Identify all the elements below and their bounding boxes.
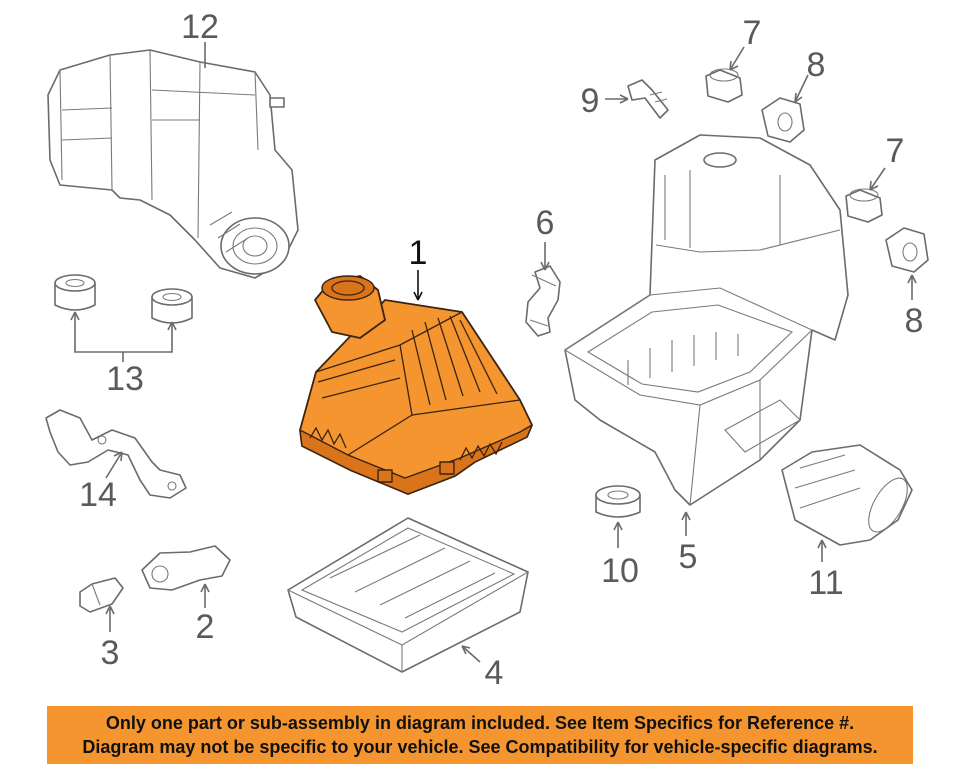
part-7-pin-lower — [845, 188, 883, 223]
callout-12: 12 — [181, 8, 219, 46]
callout-1: 1 — [409, 234, 428, 272]
callout-3: 3 — [101, 634, 120, 672]
callout-7-lower: 7 — [886, 132, 905, 170]
callout-2: 2 — [196, 608, 215, 646]
callout-10: 10 — [601, 552, 639, 590]
part-14-bracket — [45, 409, 187, 499]
part-8-grommet-lower — [885, 227, 929, 273]
disclaimer-line-2: Diagram may not be specific to your vehi… — [82, 737, 878, 757]
callout-13: 13 — [106, 360, 144, 398]
callout-11: 11 — [808, 564, 843, 602]
part-12-intake-duct — [47, 49, 299, 279]
leader-lines — [70, 42, 917, 663]
callout-8-lower: 8 — [905, 302, 924, 340]
callout-9: 9 — [581, 82, 600, 120]
part-8-grommet-upper — [761, 97, 805, 143]
callout-8-upper: 8 — [807, 46, 826, 84]
part-3-bolt — [79, 577, 124, 613]
disclaimer-banner: Only one part or sub-assembly in diagram… — [47, 706, 913, 764]
callout-4: 4 — [485, 654, 504, 692]
part-13-grommets — [54, 274, 193, 324]
part-7-pin-upper — [705, 68, 743, 103]
part-11-inlet-duct — [781, 444, 913, 546]
callout-14: 14 — [79, 476, 117, 514]
part-6-hose — [525, 265, 561, 337]
callout-5: 5 — [679, 538, 698, 576]
callout-labels: 1 2 3 4 5 6 7 7 8 8 9 10 11 12 13 14 — [79, 8, 923, 692]
callout-7-upper: 7 — [743, 14, 762, 52]
part-10-grommet — [595, 485, 641, 518]
part-5-air-cleaner-housing — [563, 134, 849, 506]
part-9-bolt — [627, 79, 669, 119]
part-1-air-cleaner-cover — [299, 275, 533, 495]
part-2-sensor — [141, 545, 231, 591]
part-4-air-filter — [287, 517, 529, 673]
disclaimer-line-1: Only one part or sub-assembly in diagram… — [105, 713, 855, 733]
callout-6: 6 — [536, 204, 555, 242]
